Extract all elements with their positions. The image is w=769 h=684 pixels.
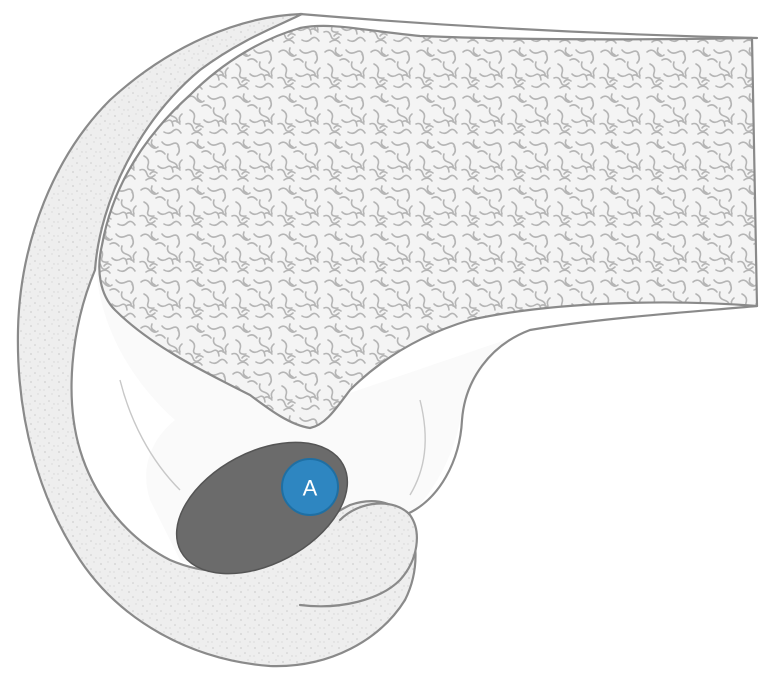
marker-a: A xyxy=(282,459,338,515)
marker-a-label: A xyxy=(303,476,318,501)
